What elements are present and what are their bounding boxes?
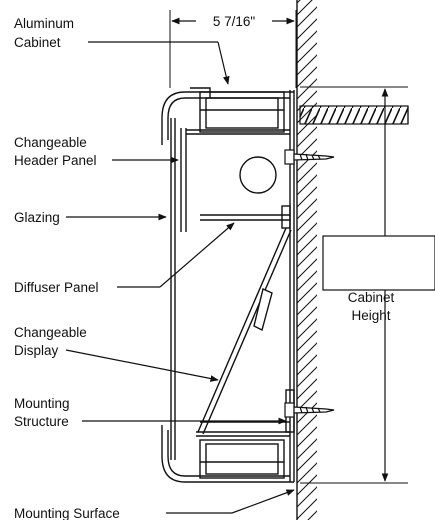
callout-diffuser-panel: Diffuser Panel — [14, 280, 99, 295]
height-label-line1: Cabinet — [348, 290, 395, 305]
width-dimension — [169, 10, 297, 88]
callout-display-line1: Changeable — [14, 325, 87, 340]
changeable-display-panel — [197, 227, 292, 435]
height-label-line2: Height — [351, 308, 390, 323]
mounting-wall — [296, 0, 317, 520]
callout-display-line2: Display — [14, 343, 59, 358]
header-panel — [180, 128, 290, 232]
diffuser-panel — [200, 205, 291, 229]
callout-mounting-structure-line1: Mounting — [14, 396, 70, 411]
callout-aluminum-cabinet-line2: Cabinet — [14, 35, 61, 50]
callout-mounting-structure-line2: Structure — [14, 414, 69, 429]
wall-opening — [322, 235, 435, 291]
callout-leaders — [65, 41, 295, 514]
electrical-conduit — [299, 105, 409, 125]
glazing-lens — [170, 118, 176, 460]
aluminum-cabinet — [161, 87, 295, 483]
width-dimension-label: 5 7/16" — [213, 14, 256, 29]
lower-screw — [284, 402, 335, 418]
callout-header-panel-line2: Header Panel — [14, 153, 97, 168]
callout-header-panel-line1: Changeable — [14, 135, 87, 150]
lamp-circle — [239, 156, 277, 194]
upper-screw — [284, 149, 335, 165]
cabinet-height-dimension — [300, 86, 408, 484]
callout-glazing: Glazing — [14, 210, 60, 225]
callout-aluminum-cabinet-line1: Aluminum — [14, 16, 74, 31]
callout-mounting-surface: Mounting Surface — [14, 506, 120, 520]
